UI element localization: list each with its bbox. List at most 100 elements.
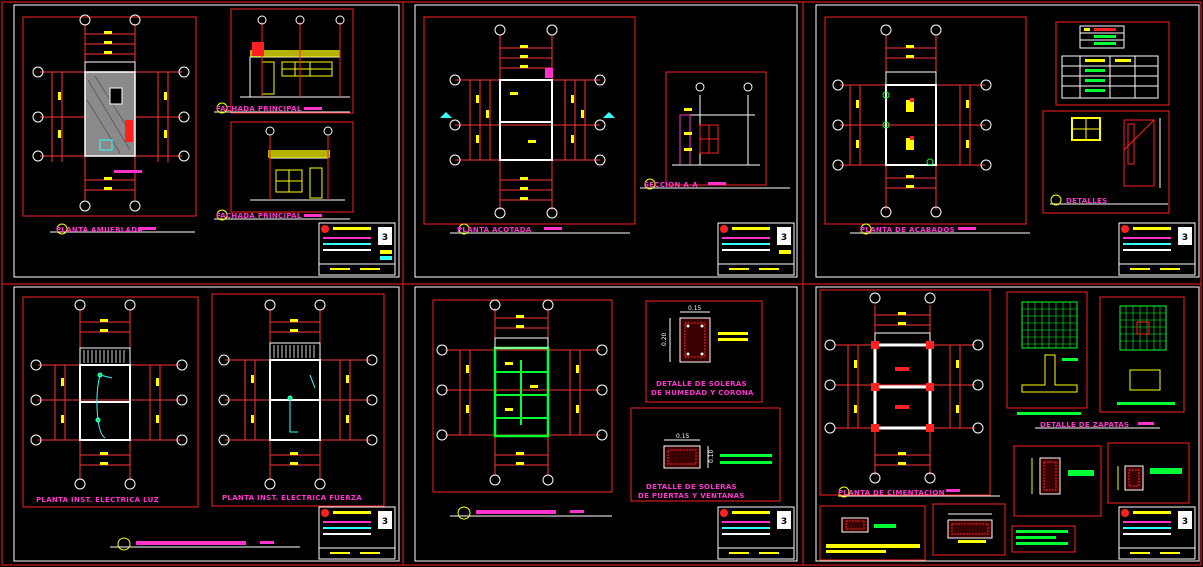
plan-scale-tag (138, 227, 156, 230)
detail-d-viewport (932, 503, 1006, 556)
plan-scale-tag (958, 227, 976, 230)
dimension-tags-2 (251, 319, 349, 465)
title-block: 3 (1118, 506, 1196, 560)
table (99, 139, 113, 151)
plan-viewport (22, 16, 197, 217)
plan-viewport (824, 16, 1027, 225)
finish-schedule-table (1061, 25, 1159, 99)
grid-bubbles (824, 292, 984, 484)
detail-b-drawing (1117, 465, 1182, 491)
plan-viewport (432, 299, 613, 493)
grid-bubbles (436, 299, 608, 486)
porch (874, 332, 931, 346)
sheet-scale-tag (570, 510, 584, 513)
detail-1-viewport (645, 300, 763, 403)
detail-1-title-line1: DETALLE DE SOLERAS (656, 380, 747, 388)
elevation-2-symbol (216, 209, 228, 221)
plan-title-symbol (838, 486, 850, 498)
sheet-1: PLANTA AMUEBLADA FACHADA PRINCIPAL FACHA… (22, 8, 396, 276)
footings (871, 341, 934, 432)
plan-1-title: PLANTA INST. ELECTRICA LUZ (36, 496, 159, 504)
dimension-tags (476, 45, 584, 200)
porch-roof-hatch (83, 350, 125, 363)
porch-roof (84, 61, 136, 73)
sheet-title-symbol (457, 506, 471, 520)
section-markers (440, 112, 615, 118)
plan-title: PLANTA ACOTADA (457, 226, 532, 234)
detail-b-viewport (1107, 442, 1190, 504)
grid-bubbles (832, 24, 992, 218)
elevation-1-scale-tag (304, 107, 322, 110)
plan-viewport (423, 16, 636, 225)
section-scale-tag (708, 182, 726, 185)
elevation-2-scale-tag (304, 214, 322, 217)
plan-title: PLANTA DE ACABADOS (860, 226, 955, 234)
plan-scale-tag (946, 489, 960, 492)
sheet-5: 0.15 0.20 DETALLE DE SOLERAS DE HUMEDAD … (432, 299, 795, 560)
grid-bubbles-1 (30, 299, 188, 490)
dimension-tags (854, 312, 959, 465)
sheet-scale-tag (260, 541, 274, 544)
schedule-viewport (1055, 21, 1170, 106)
plan-2-porch (269, 342, 321, 361)
title-block-number: 3 (1182, 517, 1188, 527)
sheet-6: DETALLE DE ZAPATAS (819, 289, 1196, 561)
detail-title: DETALLE DE ZAPATAS (1040, 421, 1129, 429)
plan-1-viewport (22, 296, 199, 508)
detail-a-viewport (1013, 445, 1102, 517)
title-block-number: 3 (382, 517, 388, 527)
bed (109, 87, 123, 105)
detail-2-title-line2: DE PUERTAS Y VENTANAS (638, 492, 745, 500)
elevation-1-symbol (216, 102, 228, 114)
lighting-circuits (95, 372, 113, 439)
sheet-3: DETALLES PLANTA DE ACABADOS 3 (824, 16, 1196, 276)
detail-c-viewport (819, 505, 926, 561)
sheet-inner-frames (13, 4, 1200, 562)
detail-title: DETALLES (1066, 197, 1107, 205)
plan-scale-tag (544, 227, 562, 230)
beam-lines (495, 360, 548, 425)
section-title: SECCION A-A (644, 181, 698, 189)
dimension-tags (58, 31, 167, 190)
footing-1-viewport (1006, 291, 1088, 409)
title-block-number: 3 (382, 233, 388, 243)
power-circuits (287, 374, 316, 433)
detail-1-title-line2: DE HUMEDAD Y CORONA (651, 389, 754, 397)
plan-2-title: PLANTA INST. ELECTRICA FUERZA (222, 494, 362, 502)
footing-2-viewport (1099, 296, 1185, 413)
grid-bubbles (449, 24, 606, 219)
furnished-plan-walls (84, 71, 136, 157)
footing-2-drawing (1117, 305, 1175, 405)
notes-viewport (1011, 525, 1076, 553)
grid-bubbles (32, 14, 190, 212)
window-door-details (1071, 117, 1161, 188)
dimension-tags-1 (61, 319, 159, 465)
dim-side-1: 0.20 (661, 332, 668, 346)
plan-walls (499, 79, 553, 161)
detail-scale-tag (1138, 422, 1154, 425)
title-block-number: 3 (781, 233, 787, 243)
entry-tag (545, 68, 553, 78)
title-block-number: 3 (1182, 233, 1188, 243)
plan-viewport (819, 289, 991, 496)
grid-bubbles-2 (218, 299, 378, 490)
dimension-tags (856, 45, 969, 188)
sheet-title-bar (476, 510, 556, 514)
detail-c-drawing (826, 517, 920, 553)
detail-2-viewport (630, 407, 781, 502)
notes-drawing (1016, 530, 1068, 545)
elevation-1-title: FACHADA PRINCIPAL (216, 105, 302, 113)
title-block: 3 (717, 506, 795, 560)
details-viewport (1042, 110, 1170, 214)
title-block: 3 (717, 222, 795, 276)
bath-fixtures (125, 120, 133, 142)
footing-1-drawing (1017, 301, 1081, 415)
detail-d-drawing (947, 513, 993, 543)
plan-title: PLANTA AMUEBLADA (56, 226, 143, 234)
porch (885, 71, 937, 86)
section-title-symbol (644, 178, 656, 190)
elevation-1-drawing (240, 15, 350, 98)
elevation-2-viewport (230, 121, 354, 213)
